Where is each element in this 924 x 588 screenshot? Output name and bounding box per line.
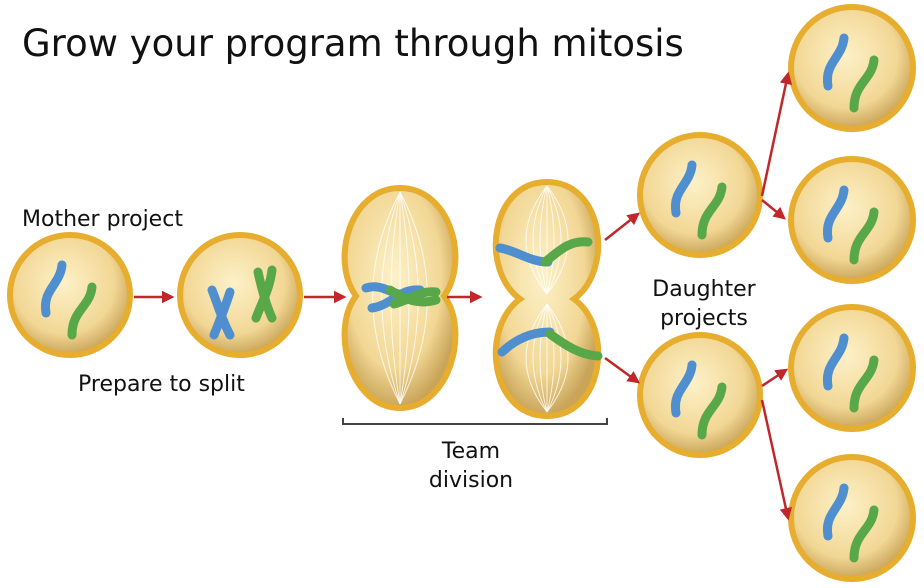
cell-membrane xyxy=(7,232,133,358)
arrow-daughter-top-to-1 xyxy=(760,71,793,197)
cell-anaphase xyxy=(492,178,603,420)
chromosome-green xyxy=(849,207,879,265)
spindle-fiber xyxy=(546,303,555,413)
spindle-fiber xyxy=(546,185,562,295)
cell-prepare xyxy=(177,232,303,358)
label-mother-project: Mother project xyxy=(22,207,183,232)
chromosome-green xyxy=(849,505,879,563)
diagram-title: Grow your program through mitosis xyxy=(22,22,684,65)
cell-granddaughter-3 xyxy=(788,304,916,432)
label-prepare-to-split: Prepare to split xyxy=(78,372,245,397)
label-team-division-line1: Team xyxy=(441,439,500,464)
chromosome-blue xyxy=(822,33,849,91)
spindle-fiber xyxy=(532,303,548,413)
cell-daughter-top xyxy=(637,132,763,258)
chromosome-blue xyxy=(670,360,697,418)
chromosome-green xyxy=(849,55,879,113)
cell-metaphase xyxy=(341,184,459,412)
cell-membrane xyxy=(788,304,916,432)
spindle-fiber xyxy=(546,185,555,295)
spindle-fiber xyxy=(546,303,562,413)
spindle-fiber xyxy=(525,185,548,295)
spindle-fiber xyxy=(539,185,548,295)
cell-granddaughter-1 xyxy=(788,4,916,132)
chromosome-blue xyxy=(209,287,235,340)
cell-membrane xyxy=(788,156,916,284)
spindle-fiber xyxy=(532,185,548,295)
spindle-fiber xyxy=(539,303,548,413)
chromosome-green xyxy=(389,287,441,309)
chromosome-blue xyxy=(497,327,555,357)
cell-mother xyxy=(7,232,133,358)
arrow-daughter-top-to-2 xyxy=(761,199,786,220)
chromosome-green xyxy=(251,265,277,323)
cell-membrane xyxy=(177,232,303,358)
spindle-fiber xyxy=(381,191,401,405)
spindle-fiber xyxy=(546,303,569,413)
arrow-daughter-bottom-to-3 xyxy=(761,368,789,388)
cell-granddaughter-2 xyxy=(788,156,916,284)
chromosome-green xyxy=(849,355,879,413)
spindle-fiber xyxy=(372,191,401,405)
cell-membrane xyxy=(788,4,916,132)
chromosome-blue xyxy=(822,333,849,391)
cell-daughter-bottom xyxy=(637,332,763,458)
chromosome-blue xyxy=(670,160,697,218)
arrow-anaphase-to-daughter-top xyxy=(604,212,640,241)
label-daughter-projects-line2: projects xyxy=(660,306,748,331)
chromosome-green xyxy=(67,282,97,340)
spindle-fiber xyxy=(399,191,428,405)
chromosome-blue xyxy=(822,185,849,243)
arrow-anaphase-to-daughter-bottom xyxy=(604,356,641,384)
label-team-division-line2: division xyxy=(429,468,513,493)
cell-membrane xyxy=(637,332,763,458)
chromosome-green xyxy=(697,182,727,240)
spindle-fiber xyxy=(525,303,548,413)
cell-granddaughter-4 xyxy=(788,454,916,582)
chromosome-green xyxy=(697,382,727,440)
chromosome-blue xyxy=(822,483,849,541)
cell-membrane xyxy=(637,132,763,258)
label-daughter-projects-line1: Daughter xyxy=(652,277,756,302)
spindle-fiber xyxy=(546,185,569,295)
arrow-daughter-bottom-to-4 xyxy=(760,399,792,521)
chromosome-blue xyxy=(40,260,67,318)
chromosome-green xyxy=(540,237,593,267)
chromosome-green xyxy=(545,329,603,361)
team-division-bracket xyxy=(342,418,608,425)
